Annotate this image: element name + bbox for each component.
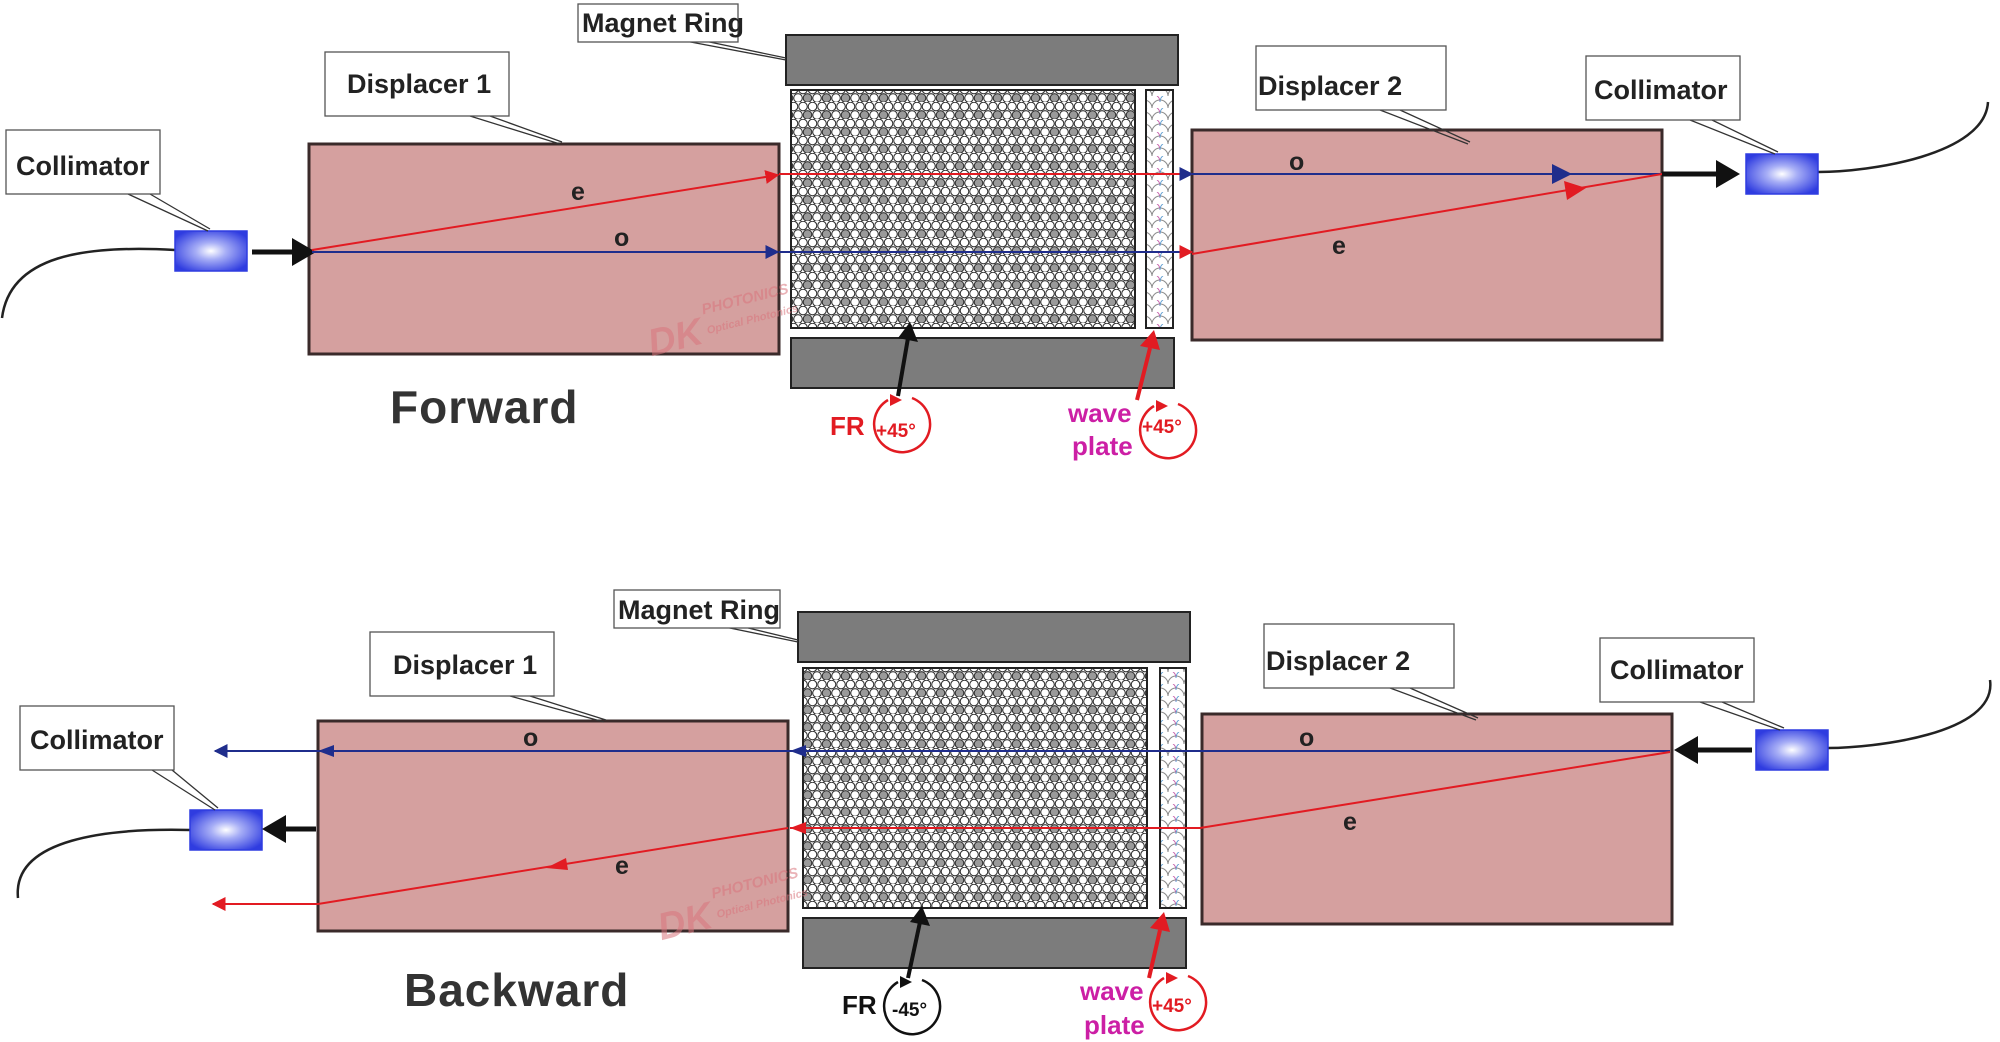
backward-ray-e-d1-arrowhead (546, 858, 568, 870)
forward-ray-o1-label: o (614, 224, 629, 252)
magnet-ring-bottom (790, 337, 1175, 389)
forward-fr-angle: +45° (876, 421, 916, 442)
forward-ray-e1-label: e (571, 178, 585, 206)
forward-title: Forward (390, 381, 578, 433)
collimator-in (174, 230, 248, 272)
callout-collimator-in: Collimator (5, 129, 211, 232)
backward-ray-o2-label: o (1299, 724, 1314, 752)
backward-displacer1-label: Displacer 1 (393, 650, 537, 680)
backward-callout-collimator-right: Collimator (1599, 637, 1785, 731)
fr-pointer (896, 337, 910, 397)
backward-collimator-left (189, 809, 263, 851)
backward-waveplate-line1: wave (1079, 976, 1144, 1006)
backward-displacer-2 (1200, 712, 1674, 926)
backward-magnet-ring-top (797, 611, 1191, 663)
backward-callout-displacer-1: Displacer 1 (369, 631, 607, 723)
backward-waveplate-pointer (1147, 929, 1162, 979)
backward-ray-e1-label: e (615, 852, 629, 880)
backward-magnet-ring-bottom (802, 917, 1187, 969)
backward-left-fiber (16, 828, 191, 899)
backward-ray-e-mid-arrowhead (790, 822, 806, 834)
output-fiber (1817, 101, 1990, 174)
backward-waveplate-line2: plate (1084, 1010, 1145, 1040)
backward-collimator-right-label: Collimator (1610, 655, 1744, 685)
backward-fr-pointer-arrowhead (910, 906, 930, 926)
backward-waveplate-angle: +45° (1152, 996, 1192, 1017)
backward-ray-o-left-arrowhead (318, 745, 334, 757)
backward-displacer2-label: Displacer 2 (1266, 646, 1410, 676)
backward-ray-o-mid-arrowhead (790, 745, 806, 757)
waveplate-pointer-arrowhead (1140, 330, 1160, 350)
output-beam-arrowhead (1716, 160, 1740, 188)
backward-displacer-1 (316, 719, 790, 933)
backward-output-beam-arrowhead (262, 815, 286, 843)
callout-displacer-2: Displacer 2 (1255, 45, 1471, 145)
backward-waveplate-rotation-arrowhead (1166, 972, 1178, 984)
backward-callout-displacer-2: Displacer 2 (1263, 623, 1479, 721)
forward-magnet-ring-label: Magnet Ring (582, 8, 744, 38)
waveplate-pointer (1135, 347, 1152, 401)
forward-ray-o2-label: o (1289, 148, 1304, 176)
fr-rotation-circle (872, 396, 932, 454)
backward-collimator-left-label: Collimator (30, 725, 164, 755)
forward-displacer2-label: Displacer 2 (1258, 71, 1402, 101)
backward-title: Backward (404, 964, 629, 1016)
forward-fr-label: FR (830, 411, 865, 441)
backward-fr-pointer (906, 921, 922, 979)
input-beam-arrowhead (292, 238, 316, 266)
backward-ray-e2-label: e (1343, 808, 1357, 836)
backward-ray-e-displacer2 (790, 751, 1671, 829)
waveplate-rotation-circle (1138, 402, 1198, 460)
backward-magnet-ring-label: Magnet Ring (618, 595, 780, 625)
backward-right-fiber (1827, 679, 1992, 750)
waveplate (1145, 89, 1174, 329)
forward-ray-e2-label: e (1332, 232, 1346, 260)
callout-displacer-1: Displacer 1 (324, 51, 563, 145)
backward-ray-o1-label: o (523, 724, 538, 752)
forward-section: DK PHOTONICS Optical Photonics e o o e C… (0, 3, 1990, 461)
waveplate-rotation-arrowhead (1156, 400, 1168, 412)
backward-faraday-rotator (802, 667, 1148, 909)
collimator-out (1745, 153, 1819, 195)
fr-pointer-arrowhead (898, 322, 918, 342)
backward-section: DK PHOTONICS Optical Photonics o e o e C… (16, 589, 1992, 1040)
backward-waveplate-pointer-arrowhead (1150, 912, 1170, 932)
displacer-1 (307, 142, 781, 356)
backward-fr-label: FR (842, 990, 877, 1020)
forward-waveplate-angle: +45° (1142, 417, 1182, 438)
backward-waveplate-rotation-circle (1148, 974, 1208, 1032)
backward-collimator-right (1755, 729, 1829, 771)
magnet-ring-top (785, 34, 1179, 86)
forward-displacer1-label: Displacer 1 (347, 69, 491, 99)
ray-o-displacer2-arrowhead (1552, 164, 1572, 184)
displacer-2 (1190, 128, 1664, 342)
forward-waveplate-line2: plate (1072, 431, 1133, 461)
backward-input-beam-arrowhead (1674, 736, 1698, 764)
faraday-rotator (790, 89, 1136, 329)
ray-e-displacer1 (311, 170, 780, 251)
forward-collimator-in-label: Collimator (16, 151, 150, 181)
backward-fr-rotation-circle (882, 978, 942, 1036)
backward-fr-angle: -45° (892, 1000, 927, 1021)
callout-collimator-out: Collimator (1585, 55, 1779, 155)
backward-callout-magnet-ring: Magnet Ring (613, 589, 799, 643)
ray-e-displacer2-arrowhead (1564, 181, 1586, 200)
input-fiber (0, 247, 176, 319)
fr-rotation-arrowhead (890, 394, 902, 406)
backward-waveplate (1159, 667, 1187, 909)
backward-fr-rotation-arrowhead (900, 976, 912, 988)
forward-waveplate-line1: wave (1067, 398, 1132, 428)
backward-callout-collimator-left: Collimator (19, 705, 219, 811)
callout-magnet-ring: Magnet Ring (577, 3, 787, 61)
forward-collimator-out-label: Collimator (1594, 75, 1728, 105)
